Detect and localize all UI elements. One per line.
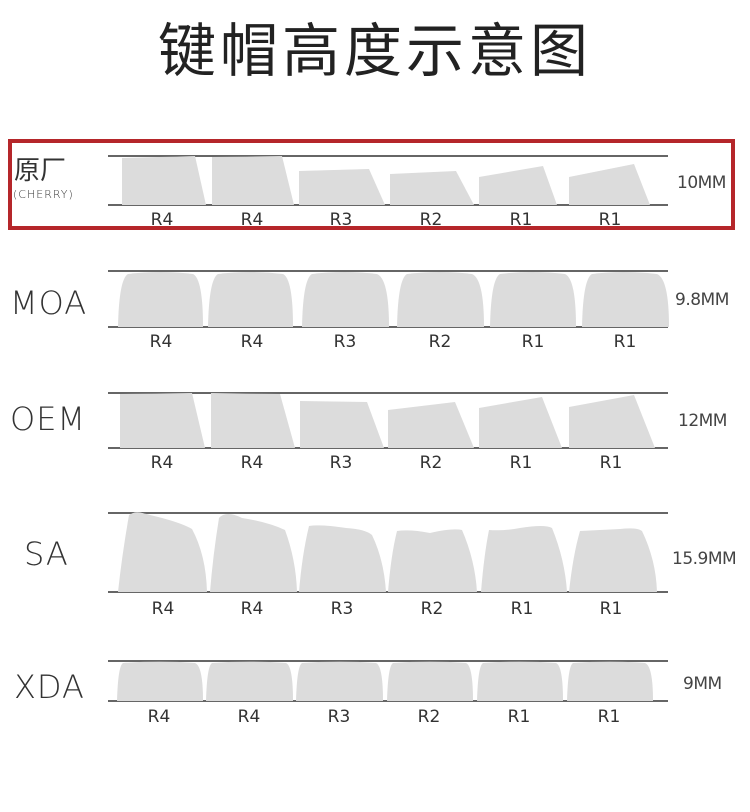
keycap-sa-r1b	[569, 528, 657, 592]
keycap-cherry-r1b	[569, 164, 650, 205]
keycap-moa-r1a	[490, 272, 576, 327]
row-label: R4	[152, 599, 175, 619]
keycap-oem-r3	[300, 401, 384, 448]
keycap-cherry-r4a	[122, 156, 206, 205]
row-label: R2	[421, 599, 444, 619]
profile-label-xda: XDA	[14, 668, 85, 706]
keycap-cherry-r2	[390, 171, 474, 205]
keycap-oem-r4b	[211, 393, 295, 448]
row-label: R3	[334, 332, 357, 352]
keycap-moa-r1b	[582, 272, 669, 327]
row-label: R1	[614, 332, 637, 352]
keycap-cherry-r4b	[212, 156, 294, 205]
row-label: R2	[420, 210, 443, 230]
keycap-sa-r3	[299, 525, 386, 592]
keycap-oem-r1a	[479, 397, 562, 448]
keycap-sa-r2	[388, 529, 477, 592]
row-label: R1	[508, 707, 531, 727]
keycap-xda-r4a	[117, 661, 203, 701]
row-label: R3	[328, 707, 351, 727]
keycap-sa-r1a	[481, 526, 567, 592]
row-label: R4	[241, 453, 264, 473]
keycap-xda-r2	[387, 661, 473, 701]
row-label: R4	[241, 210, 264, 230]
keycap-sa-r4a	[118, 512, 207, 592]
keycap-xda-r1b	[567, 661, 653, 701]
keycap-oem-r4a	[120, 393, 205, 448]
height-label-cherry: 10MM	[677, 173, 726, 193]
profile-label-moa: MOA	[10, 284, 88, 322]
row-label: R1	[599, 210, 622, 230]
row-label: R4	[151, 210, 174, 230]
row-label: R1	[511, 599, 534, 619]
height-label-sa: 15.9MM	[672, 549, 737, 569]
height-label-moa: 9.8MM	[675, 290, 729, 310]
keycap-moa-r4b	[208, 272, 293, 327]
profile-label-oem: OEM	[10, 400, 87, 438]
keycap-moa-r2	[397, 272, 484, 327]
row-label: R2	[418, 707, 441, 727]
keycap-xda-r3	[296, 661, 383, 701]
height-label-oem: 12MM	[678, 411, 727, 431]
height-label-xda: 9MM	[683, 674, 722, 694]
row-label: R3	[330, 210, 353, 230]
row-label: R1	[598, 707, 621, 727]
row-label: R1	[510, 453, 533, 473]
row-label: R1	[600, 599, 623, 619]
keycap-cherry-r3	[299, 169, 385, 205]
keycap-oem-r1b	[569, 395, 655, 448]
keycap-xda-r1a	[477, 661, 563, 701]
keycaps	[117, 156, 669, 701]
row-label: R3	[331, 599, 354, 619]
profile-label-cherry: 原厂	[14, 156, 67, 186]
keycap-moa-r4a	[118, 272, 203, 327]
row-label: R4	[150, 332, 173, 352]
row-label: R4	[151, 453, 174, 473]
row-label: R4	[148, 707, 171, 727]
profile-label-sa: SA	[24, 535, 69, 573]
page-title: 键帽高度示意图	[157, 17, 592, 85]
keycap-moa-r3	[302, 272, 389, 327]
row-label: R4	[238, 707, 261, 727]
row-label: R1	[522, 332, 545, 352]
row-label: R1	[600, 453, 623, 473]
keycap-sa-r4b	[210, 514, 297, 592]
keycap-oem-r2	[388, 402, 474, 448]
row-label: R4	[241, 332, 264, 352]
cherry-highlight-box	[8, 139, 735, 230]
profile-sublabel-cherry: (CHERRY)	[13, 188, 74, 201]
row-label: R3	[330, 453, 353, 473]
row-label: R2	[429, 332, 452, 352]
row-label: R2	[420, 453, 443, 473]
row-labels: R4 R4 R3 R2 R1 R1 R4 R4 R3 R2 R1 R1 R4 R…	[148, 210, 637, 727]
keycap-xda-r4b	[206, 661, 293, 701]
row-label: R1	[510, 210, 533, 230]
keycap-cherry-r1a	[479, 166, 557, 205]
row-label: R4	[241, 599, 264, 619]
